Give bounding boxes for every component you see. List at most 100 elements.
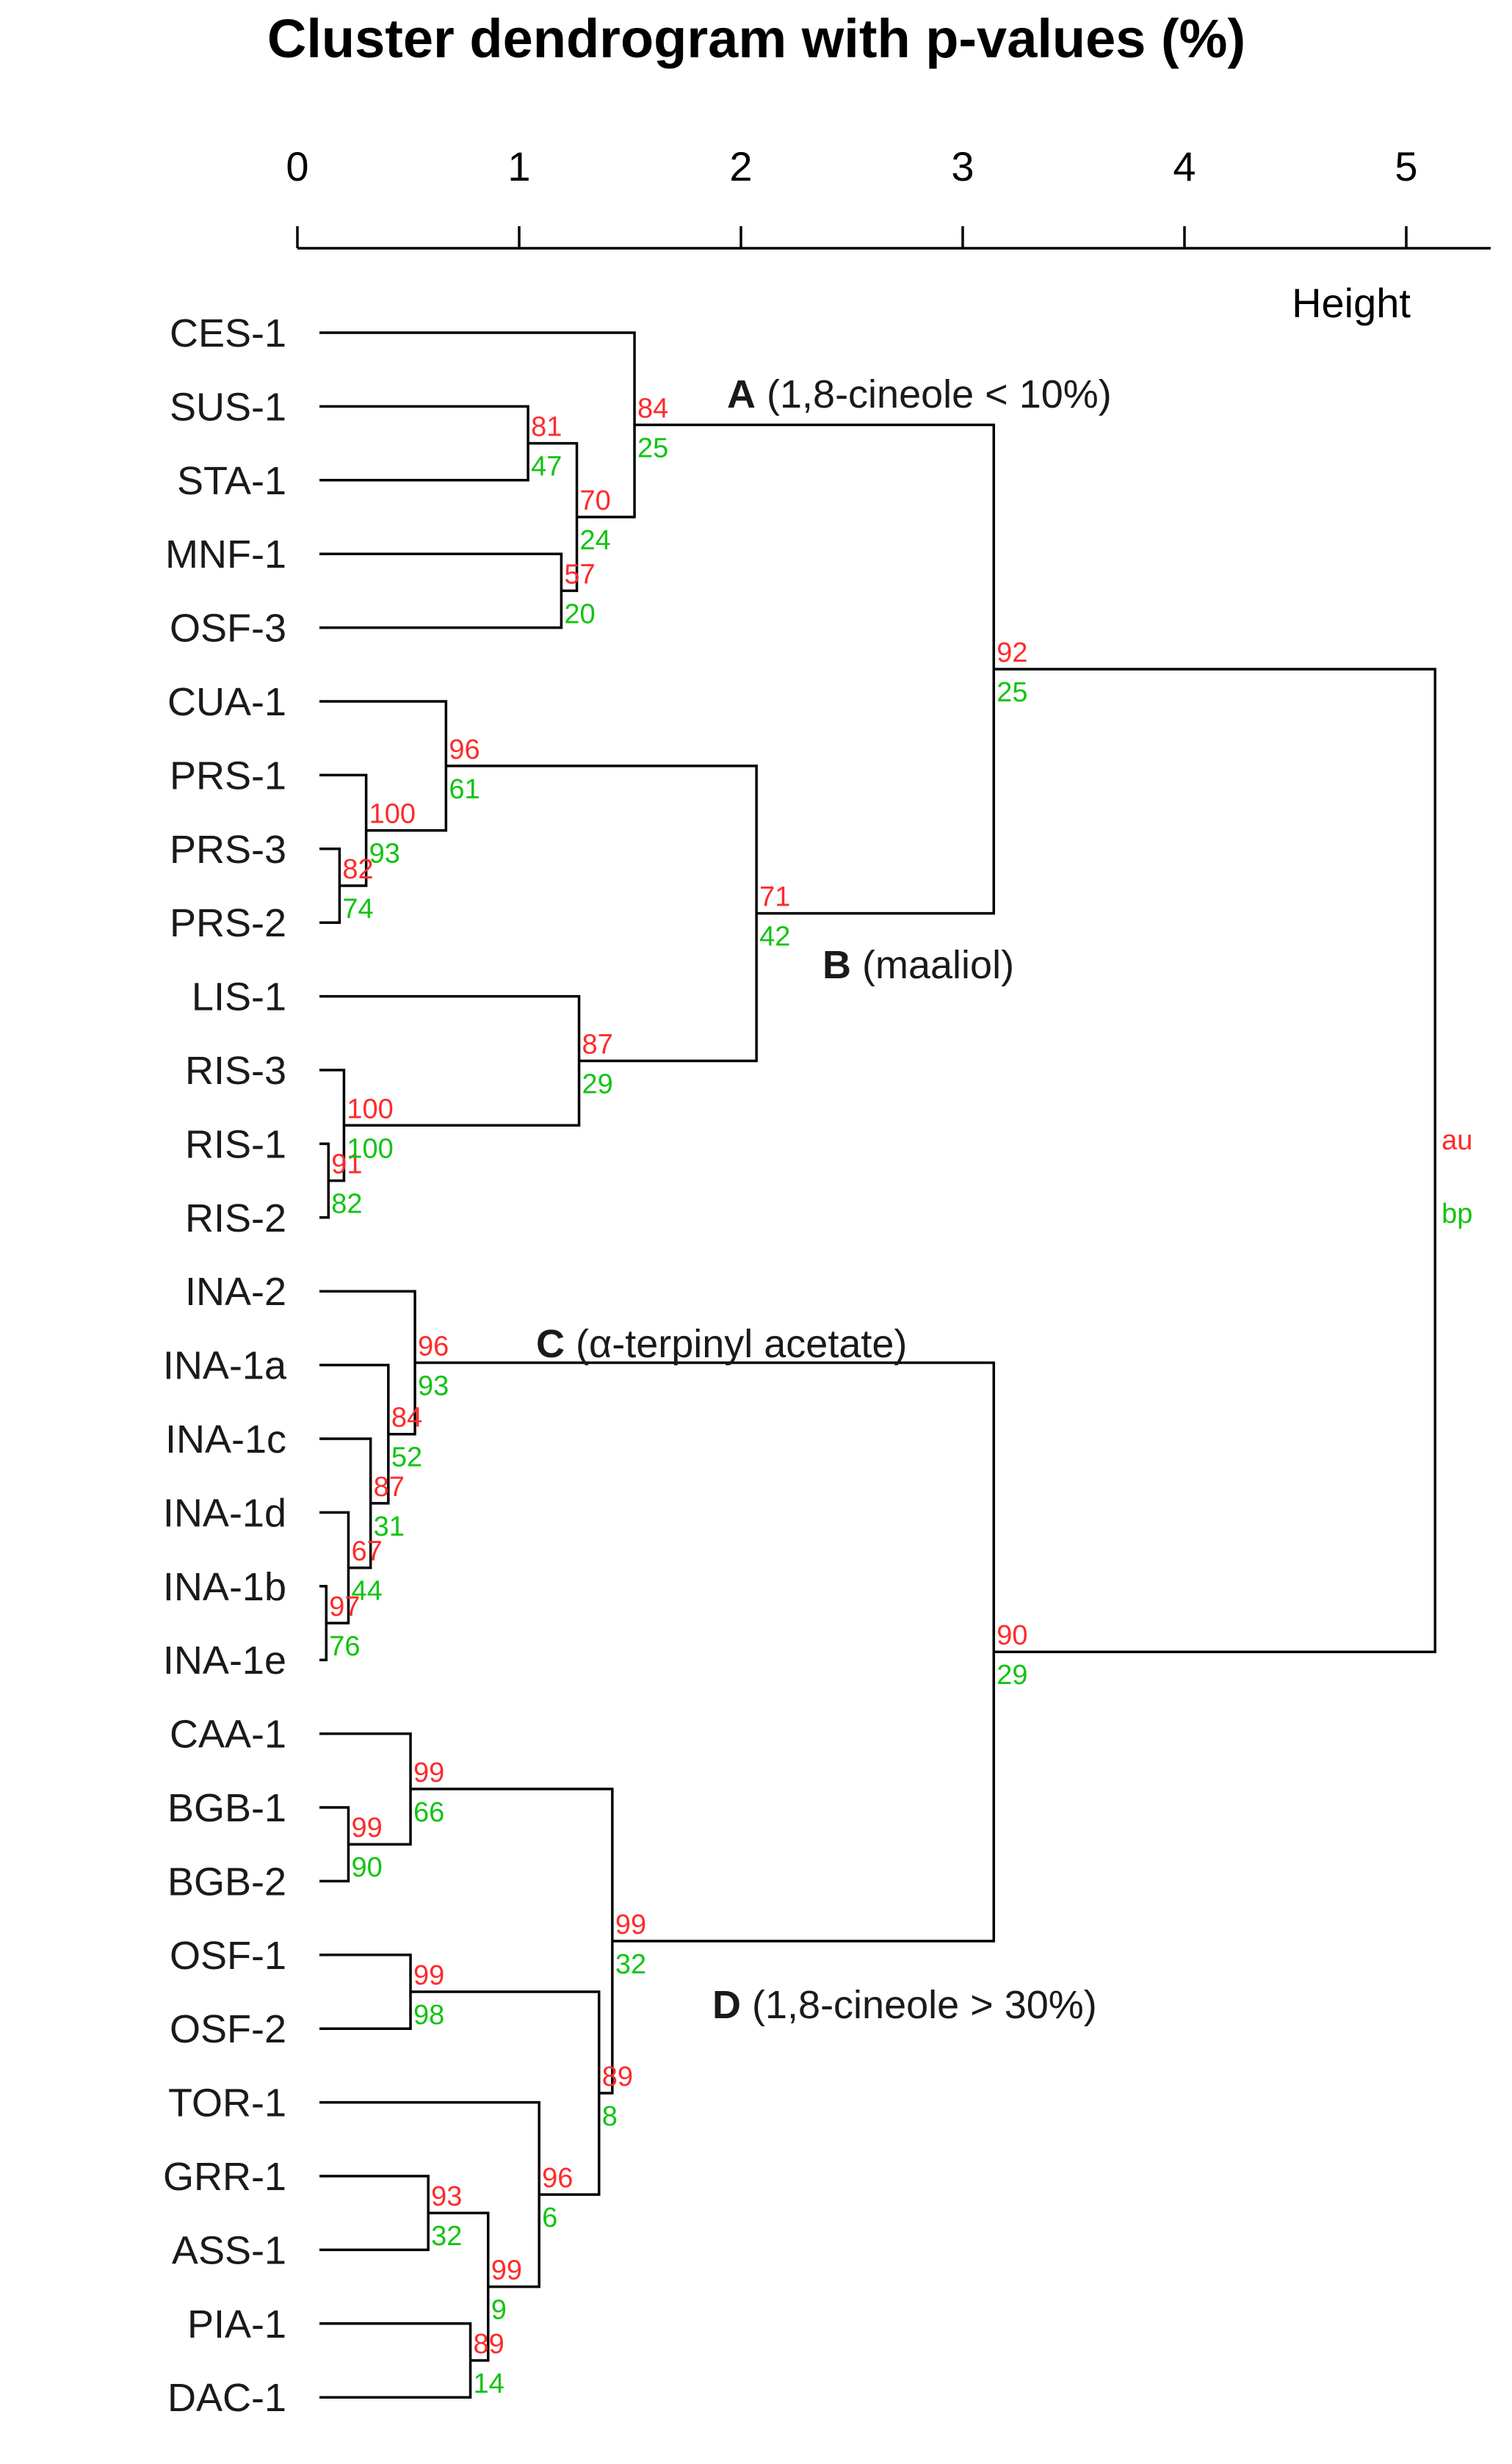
au-value: 99 bbox=[491, 2255, 522, 2286]
leaf-label: RIS-1 bbox=[185, 1122, 286, 1166]
bp-value: 25 bbox=[637, 433, 668, 464]
dendrogram-branch bbox=[319, 2322, 472, 2399]
au-value: 92 bbox=[996, 637, 1027, 668]
axis-label: Height bbox=[1292, 280, 1411, 326]
leaf-label: DAC-1 bbox=[167, 2376, 286, 2420]
dendrogram-branch bbox=[319, 848, 341, 924]
dendrogram-branch bbox=[446, 765, 758, 1063]
dendrogram-branch bbox=[319, 1585, 328, 1661]
leaf-label: INA-1a bbox=[163, 1344, 287, 1388]
au-value: 87 bbox=[374, 1472, 405, 1503]
bp-value: 98 bbox=[413, 2000, 444, 2031]
bp-value: 29 bbox=[582, 1069, 613, 1099]
dendrogram-branch bbox=[410, 1788, 614, 2095]
au-value: 100 bbox=[347, 1094, 393, 1124]
leaf-label: INA-1b bbox=[163, 1565, 286, 1609]
leaf-label: PRS-1 bbox=[170, 754, 286, 798]
leaf-label: RIS-3 bbox=[185, 1049, 286, 1093]
leaf-label: TOR-1 bbox=[168, 2081, 286, 2125]
au-value: 90 bbox=[996, 1620, 1027, 1651]
au-value: 97 bbox=[329, 1592, 360, 1622]
au-value: 84 bbox=[637, 394, 668, 424]
bp-value: 25 bbox=[996, 677, 1027, 708]
bp-value: 74 bbox=[342, 894, 373, 925]
bp-value: 8 bbox=[602, 2101, 618, 2132]
au-value: 99 bbox=[615, 1910, 646, 1940]
axis-tick-label: 4 bbox=[1173, 143, 1196, 189]
group-text-c: (α-terpinyl acetate) bbox=[576, 1322, 907, 1366]
bp-value: 93 bbox=[369, 839, 400, 870]
bp-value: 32 bbox=[615, 1949, 646, 1980]
bp-value: 66 bbox=[413, 1797, 444, 1828]
au-value: 89 bbox=[602, 2062, 633, 2092]
leaf-label: OSF-1 bbox=[170, 1934, 286, 1978]
leaf-label: INA-2 bbox=[185, 1270, 286, 1314]
dendrogram-branch bbox=[994, 668, 1437, 1653]
group-label-d: D (1,8-cineole > 30%) bbox=[712, 1983, 1097, 2027]
au-value: 67 bbox=[351, 1536, 382, 1567]
leaf-label: MNF-1 bbox=[165, 532, 286, 577]
group-label-c: C (α-terpinyl acetate) bbox=[536, 1322, 907, 1366]
dendrogram-branch bbox=[319, 1806, 350, 1883]
axis-tick-label: 5 bbox=[1395, 143, 1417, 189]
dendrogram-branch bbox=[415, 1361, 996, 1943]
legend-au: au bbox=[1442, 1125, 1472, 1156]
leaf-label: CAA-1 bbox=[170, 1713, 286, 1757]
au-value: 99 bbox=[413, 1960, 444, 1991]
dendrogram-branch bbox=[319, 552, 563, 629]
bp-value: 24 bbox=[580, 525, 611, 556]
leaf-labels: CES-1SUS-1STA-1MNF-1OSF-3CUA-1PRS-1PRS-3… bbox=[163, 311, 287, 2420]
leaf-label: CES-1 bbox=[170, 311, 286, 355]
bp-value: 52 bbox=[391, 1442, 422, 1473]
bp-value: 47 bbox=[531, 452, 562, 483]
leaf-label: INA-1d bbox=[163, 1491, 286, 1535]
leaf-label: PRS-2 bbox=[170, 901, 286, 945]
dendrogram-branch bbox=[319, 1142, 330, 1219]
leaf-label: OSF-3 bbox=[170, 607, 286, 651]
figure-title: Cluster dendrogram with p-values (%) bbox=[267, 8, 1245, 69]
bp-value: 100 bbox=[347, 1133, 393, 1164]
group-letter-b: B bbox=[822, 943, 851, 987]
bp-value: 42 bbox=[759, 922, 790, 953]
bp-value: 76 bbox=[329, 1631, 360, 1662]
leaf-label: LIS-1 bbox=[192, 975, 286, 1019]
axis-tick-label: 2 bbox=[729, 143, 752, 189]
au-value: 71 bbox=[759, 882, 790, 913]
leaf-label: RIS-2 bbox=[185, 1196, 286, 1240]
leaf-label: ASS-1 bbox=[172, 2228, 286, 2272]
bp-value: 31 bbox=[374, 1511, 405, 1542]
leaf-label: PRS-3 bbox=[170, 828, 286, 872]
bp-value: 14 bbox=[474, 2369, 504, 2399]
group-text-b: (maaliol) bbox=[862, 943, 1014, 987]
bp-value: 29 bbox=[996, 1660, 1027, 1691]
au-value: 93 bbox=[431, 2181, 462, 2212]
leaf-label: CUA-1 bbox=[167, 680, 286, 724]
au-value: 84 bbox=[391, 1403, 422, 1434]
leaf-label: STA-1 bbox=[177, 459, 286, 503]
leaf-label: INA-1c bbox=[165, 1417, 286, 1462]
leaf-label: PIA-1 bbox=[187, 2302, 286, 2346]
bp-value: 90 bbox=[351, 1852, 382, 1883]
bp-value: 61 bbox=[449, 774, 480, 805]
au-value: 96 bbox=[542, 2163, 573, 2194]
au-value: 87 bbox=[582, 1029, 613, 1060]
dendrogram-branch bbox=[319, 405, 529, 482]
au-value: 70 bbox=[580, 485, 611, 516]
leaf-label: GRR-1 bbox=[163, 2155, 286, 2199]
bp-value: 44 bbox=[351, 1576, 382, 1607]
group-text-d: (1,8-cineole > 30%) bbox=[752, 1983, 1097, 2027]
legend-bp: bp bbox=[1442, 1199, 1472, 1229]
group-text-a: (1,8-cineole < 10%) bbox=[767, 372, 1112, 416]
bp-value: 6 bbox=[542, 2203, 557, 2233]
au-value: 57 bbox=[564, 559, 595, 590]
au-value: 100 bbox=[369, 799, 416, 830]
leaf-label: SUS-1 bbox=[170, 385, 286, 429]
dendrogram-branch bbox=[319, 1954, 412, 2030]
group-letter-d: D bbox=[712, 1983, 741, 2027]
group-label-a: A (1,8-cineole < 10%) bbox=[727, 372, 1112, 416]
au-value: 96 bbox=[449, 734, 480, 765]
leaf-label: BGB-2 bbox=[167, 1860, 286, 1904]
dendrogram-branches bbox=[319, 331, 1437, 2399]
